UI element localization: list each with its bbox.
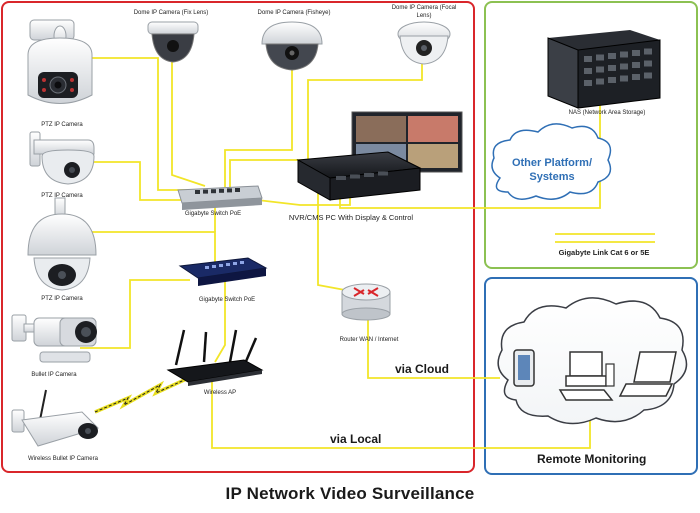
desktop-computer-icon [558, 351, 615, 401]
tablet-icon [513, 349, 535, 387]
dome-camera-fisheye-label: Dome IP Camera (Fisheye) [257, 10, 331, 16]
dome-camera-focal-label-2: Lens) [416, 13, 432, 19]
via-local-label: via Local [330, 432, 382, 446]
storage-panel [484, 1, 698, 269]
gigabyte-link-label: Gigabyte Link Cat 6 or 5E [558, 248, 650, 257]
local-network-panel [1, 1, 475, 473]
ptz-camera-2-icon [29, 131, 95, 185]
ptz-camera-1-icon [27, 19, 93, 104]
other-platform-label: Other Platform/ Systems [500, 156, 604, 184]
bullet-camera-label: Bullet IP Camera [31, 372, 77, 378]
dome-camera-focal-lens-icon [397, 21, 451, 65]
nvr-unit-icon [296, 151, 422, 201]
ptz-camera-3-icon [27, 197, 97, 291]
nas-storage-icon [547, 30, 661, 109]
nas-label: NAS (Network Area Storage) [568, 110, 646, 116]
wireless-bullet-camera-label: Wireless Bullet IP Camera [28, 456, 98, 462]
dome-camera-fix-lens-icon [147, 21, 199, 63]
switch-1-label: Gigabyte Switch PoE [184, 211, 242, 217]
ptz-camera-1-label: PTZ IP Camera [41, 122, 83, 128]
via-cloud-label: via Cloud [395, 362, 450, 376]
switch-2-label: Gigabyte Switch PoE [198, 297, 256, 303]
router-label: Router WAN / Internet [339, 337, 399, 343]
diagram-title: IP Network Video Surveillance [225, 484, 475, 503]
wireless-ap-label: Wireless AP [203, 390, 237, 396]
other-platform-cloud-icon [491, 123, 612, 200]
dome-camera-focal-label-1: Dome IP Camera (Focal [391, 5, 457, 11]
switch-2-icon [178, 257, 268, 286]
other-platform-label-line1: Other Platform/ [511, 157, 593, 169]
wireless-ap-icon [166, 329, 264, 386]
laptop-icon [618, 351, 677, 397]
bullet-camera-icon [11, 314, 97, 363]
ptz-camera-3-label: PTZ IP Camera [41, 296, 83, 302]
switch-1-icon [177, 185, 263, 210]
remote-panel [484, 277, 698, 475]
dome-camera-fisheye-icon [261, 21, 323, 71]
nvr-label: NVR/CMS PC With Display & Control [288, 213, 414, 222]
wireless-bullet-camera-icon [11, 389, 99, 447]
remote-monitoring-label: Remote Monitoring [537, 452, 647, 466]
ptz-camera-2-label: PTZ IP Camera [41, 193, 83, 199]
router-icon [341, 283, 391, 321]
dome-camera-fix-lens-label: Dome IP Camera (Fix Lens) [133, 10, 209, 16]
other-platform-label-line2: Systems [529, 171, 575, 183]
